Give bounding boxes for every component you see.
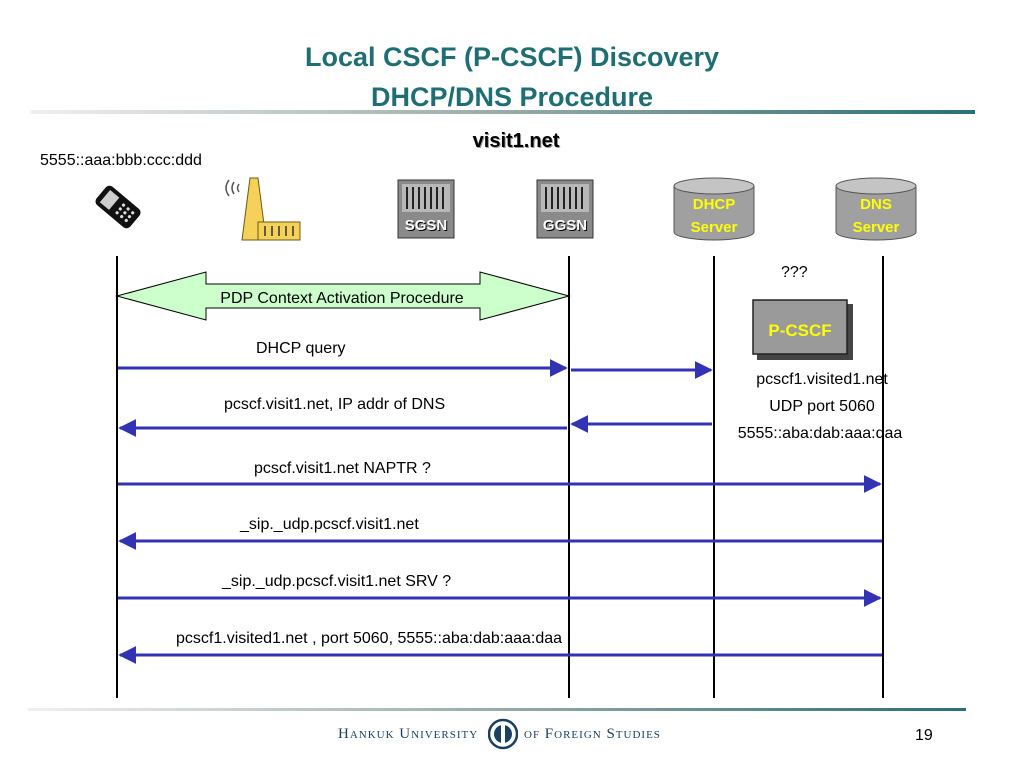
bottom-divider (28, 708, 966, 711)
naptr-query-label: pcscf.visit1.net NAPTR ? (254, 460, 431, 477)
dhcp-query-label: DHCP query (256, 340, 346, 357)
page-number: 19 (915, 727, 933, 744)
srv-reply-label: pcscf1.visited1.net , port 5060, 5555::a… (176, 630, 563, 647)
ue-address: 5555::aaa:bbb:ccc:ddd (40, 152, 202, 169)
slide-title-line1: Local CSCF (P-CSCF) Discovery (304, 42, 720, 72)
pdp-activation-arrow (115, 271, 571, 321)
pdp-activation-label: PDP Context Activation Procedure (220, 290, 464, 307)
pcscf-label: P-CSCF (768, 321, 832, 340)
mobile-phone-icon (95, 185, 141, 229)
dhcp-label-1: DHCP (692, 196, 736, 213)
dhcp-reply-label: pcscf.visit1.net, IP addr of DNS (224, 396, 446, 413)
pcscf-node (752, 299, 853, 360)
naptr-reply-label: _sip._udp.pcscf.visit1.net (240, 516, 419, 533)
dhcp-label-2: Server (690, 219, 738, 236)
dhcp-server-node (673, 177, 755, 241)
srv-query-label: _sip._udp.pcscf.visit1.net SRV ? (222, 573, 452, 590)
sgsn-node (397, 179, 455, 239)
sgsn-label: SGSN (404, 217, 448, 234)
top-divider (30, 110, 975, 114)
dns-label-2: Server (852, 219, 900, 236)
footer-university-left: Hankuk University (338, 726, 479, 742)
base-station-icon (225, 177, 301, 241)
dns-server-node (835, 177, 917, 241)
footer-university-right: of Foreign Studies (524, 726, 661, 742)
ggsn-node (536, 179, 594, 239)
unknown-label: ??? (781, 264, 808, 281)
slide-title-line2: DHCP/DNS Procedure (370, 82, 654, 112)
pcscf-info-line3: 5555::aba:dab:aaa:daa (737, 425, 903, 442)
pcscf-info-line2: UDP port 5060 (769, 398, 875, 415)
dns-label-1: DNS (860, 196, 892, 213)
university-logo-icon (488, 718, 518, 750)
ggsn-label: GGSN (542, 217, 588, 234)
network-label: visit1.net (472, 130, 560, 152)
pcscf-info-line1: pcscf1.visited1.net (756, 371, 888, 388)
